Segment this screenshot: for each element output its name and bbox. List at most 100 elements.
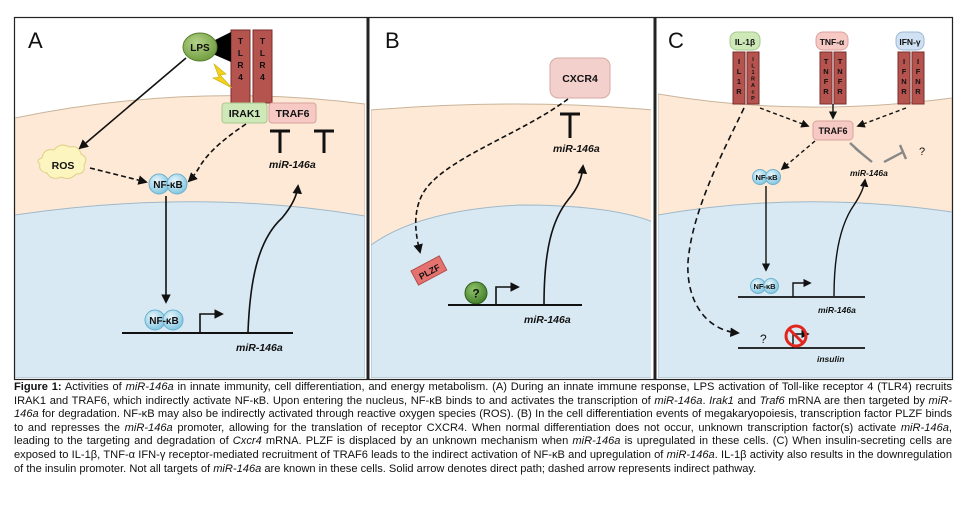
ifnr-left-c1: I <box>903 57 905 66</box>
plzf-node <box>410 255 448 286</box>
irak1-label: IRAK1 <box>229 108 261 120</box>
caption-text: . <box>702 394 710 407</box>
mir146a-gene-b: miR-146a <box>524 314 571 326</box>
traf6-box <box>268 102 317 124</box>
ifnr-right-c2: F <box>916 67 921 76</box>
nfkb-cyto-c-label: NF-κB <box>755 173 778 182</box>
question-top-c: ? <box>919 146 925 158</box>
traf6-c-box <box>812 120 854 141</box>
arrow-irak1-nfkb <box>187 123 247 183</box>
arrow-gene-mir-a <box>247 184 303 333</box>
inhibition-traf6-c <box>849 142 873 163</box>
il1r-right-subunit <box>746 51 760 105</box>
il1b-label: IL-1β <box>735 37 755 47</box>
tnfr-left-c1: T <box>824 57 829 66</box>
il1r-left-c4: R <box>736 87 742 96</box>
caption-gene: Irak1 <box>709 394 734 407</box>
tlr4-right-c1: T <box>260 36 266 46</box>
arrow-gene-mir-c <box>833 178 869 297</box>
arrow-ifnr-traf6 <box>856 107 907 128</box>
tlr4-left-c3: R <box>237 60 243 70</box>
caption-gene: miR-146a <box>14 394 952 421</box>
tlr4-left-c2: L <box>238 48 243 58</box>
arrow-lps-ros <box>78 57 187 150</box>
lightning-icon <box>212 63 233 89</box>
nfkb-nuc-a <box>144 309 184 331</box>
tlr4-right-c3: R <box>259 60 265 70</box>
panel-b-letter: B <box>385 28 400 53</box>
mir146a-gene-a: miR-146a <box>236 342 283 354</box>
irak1-box <box>221 102 268 124</box>
caption-text: . IL-1β activity also results in the dow… <box>14 448 952 475</box>
nfkb-cyto-c <box>752 169 781 185</box>
insulin-label: insulin <box>817 354 844 364</box>
caption-gene: miR-146a <box>666 448 715 461</box>
caption-text: mRNA are then targeted by <box>784 394 929 407</box>
caption-text: in innate immunity, cell differentiation… <box>14 381 952 407</box>
ifnr-right-c4: R <box>915 87 921 96</box>
il1r-right-c6: c <box>751 90 754 96</box>
panel-a <box>15 95 365 378</box>
caption-gene: miR-146a <box>213 462 262 475</box>
caption-gene: miR-146a <box>654 394 703 407</box>
inhibition-unknown-c <box>883 144 908 164</box>
caption-text: for degradation. NF-κB may also be indir… <box>14 408 952 434</box>
caption-text: is upregulated in these cells. (C) When … <box>14 435 953 461</box>
inhibition-cxcr4 <box>560 112 580 138</box>
il1r-right-c2: L <box>751 64 755 70</box>
tlr4-left-c4: 4 <box>238 72 243 82</box>
mir146a-gene-c: miR-146a <box>818 305 856 315</box>
arrow-cxcr4-plzf <box>413 98 569 254</box>
figure-caption: Figure 1: Activities of miR-146a in inna… <box>14 381 952 509</box>
ifnr-left-c2: F <box>902 67 907 76</box>
caption-gene: Traf6 <box>759 394 785 407</box>
ifnr-right-c1: I <box>917 57 919 66</box>
panel-a-letter: A <box>28 28 43 53</box>
caption-text: are known in these cells. Solid arrow de… <box>261 462 757 475</box>
ifng-label: IFN-γ <box>899 37 921 47</box>
ifnr-left-c3: N <box>901 77 906 86</box>
mir146a-cyto-a: miR-146a <box>269 159 316 171</box>
traf6-label: TRAF6 <box>276 108 310 120</box>
il1r-right-c5: A <box>751 83 755 89</box>
arrow-il1r-insulin <box>687 107 745 338</box>
tlr4-left-c1: T <box>238 36 244 46</box>
tnfr-right-c2: N <box>837 67 842 76</box>
tnfr-left-c2: N <box>823 67 828 76</box>
nfkb-nuc-c <box>750 278 779 294</box>
caption-label: Figure 1: <box>14 381 62 393</box>
promoter-arrow-b <box>495 282 520 305</box>
il1r-right-c3: 1 <box>751 70 754 76</box>
ros-label: ROS <box>52 160 75 172</box>
nucleus-a <box>15 201 365 378</box>
tnfa-label: TNF-α <box>820 37 845 47</box>
tnfr-left-subunit <box>819 51 833 105</box>
ifnr-right-subunit <box>911 51 925 105</box>
mir146a-cyto-b: miR-146a <box>553 143 600 155</box>
caption-gene: miR-146a <box>572 435 621 448</box>
unknown-tf-b-label: ? <box>472 287 479 301</box>
nfkb-nuc-a-label: NF-κB <box>149 316 178 327</box>
tnfr-left-c4: R <box>823 87 829 96</box>
caption-text: mRNA. PLZF is displaced by an unknown me… <box>261 435 573 448</box>
il1r-left-c3: 1 <box>737 77 741 86</box>
inhibition-irak1-traf6 <box>270 129 334 153</box>
il1r-left-c1: I <box>738 57 740 66</box>
tnfa-ligand <box>815 31 849 51</box>
ifnr-left-subunit <box>897 51 911 105</box>
il1r-right-c4: R <box>751 77 755 83</box>
nfkb-cyto-a-label: NF-κB <box>153 180 182 191</box>
cxcr4-label: CXCR4 <box>562 73 598 85</box>
ifnr-left-c4: R <box>901 87 907 96</box>
tnfr-right-subunit <box>833 51 847 105</box>
nfkb-cyto-a <box>148 173 188 195</box>
il1r-left-subunit <box>732 51 746 105</box>
caption-gene: miR-146a <box>900 421 949 434</box>
arrow-traf6-nfkb-c <box>780 140 816 171</box>
no-entry-icon <box>784 324 808 348</box>
caption-text: promoter, allowing for the translation o… <box>172 421 901 434</box>
caption-text: Activities of <box>61 381 126 393</box>
caption-gene: Cxcr4 <box>232 435 262 448</box>
mir146a-cyto-c: miR-146a <box>850 168 888 178</box>
